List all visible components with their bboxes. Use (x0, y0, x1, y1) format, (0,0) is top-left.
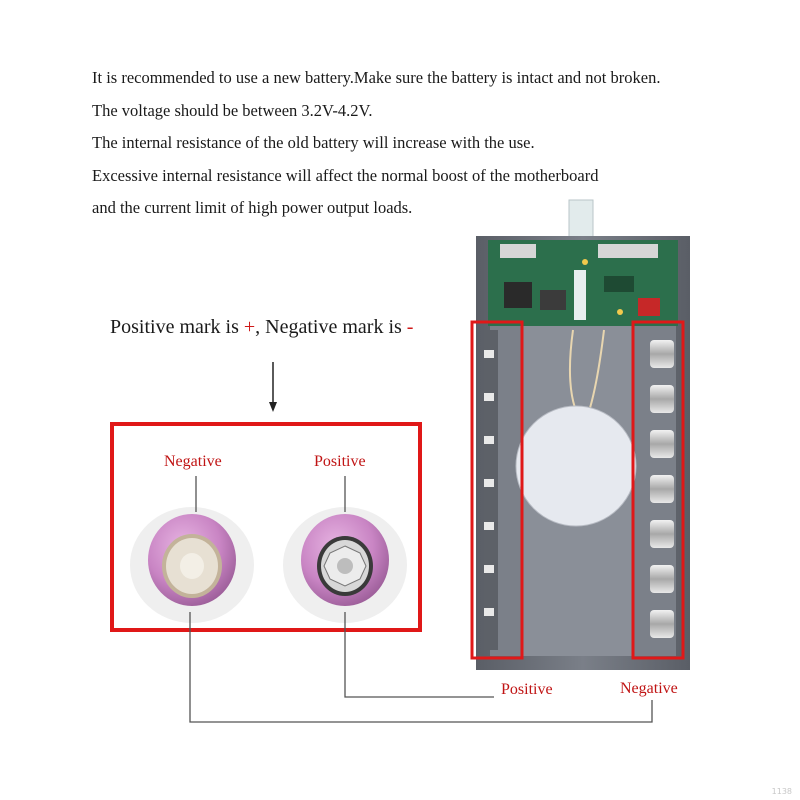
instruction-line-4: Excessive internal resistance will affec… (92, 165, 599, 185)
instruction-line-1: It is recommended to use a new battery.M… (92, 68, 661, 87)
cells-photo (112, 424, 420, 630)
battery-box (476, 199, 690, 670)
negative-cell-icon (148, 514, 236, 606)
instruction-line-2: The voltage should be between 3.2V-4.2V. (92, 100, 373, 120)
instruction-line-3: The internal resistance of the old batte… (92, 133, 535, 152)
minus-symbol: - (406, 316, 414, 338)
cells-highlight-frame (110, 422, 422, 632)
positive-cell-icon (301, 514, 389, 606)
watermark: 1138 (771, 787, 792, 796)
center-sticker (515, 405, 637, 527)
cell-negative-label: Negative (164, 453, 222, 470)
positive-connector-line (344, 612, 494, 698)
instructions-block: It is recommended to use a new battery.M… (92, 62, 772, 225)
positive-mark-text: Positive mark is (110, 316, 244, 338)
status-led (638, 298, 660, 316)
positive-side-frame (470, 320, 524, 660)
instruction-line-5: and the current limit of high power outp… (92, 198, 413, 217)
right-springs (650, 340, 674, 638)
negative-connector-line (189, 612, 653, 723)
cell-positive-label: Positive (314, 453, 366, 470)
negative-mark-text: , Negative mark is (255, 316, 407, 338)
left-contacts (484, 330, 498, 650)
negative-side-frame (631, 320, 685, 660)
polarity-mark-caption: Positive mark is +, Negative mark is - (110, 316, 413, 339)
plus-symbol: + (243, 316, 256, 338)
box-positive-label: Positive (501, 681, 553, 698)
box-negative-label: Negative (620, 680, 678, 697)
down-arrow-icon (269, 362, 277, 412)
